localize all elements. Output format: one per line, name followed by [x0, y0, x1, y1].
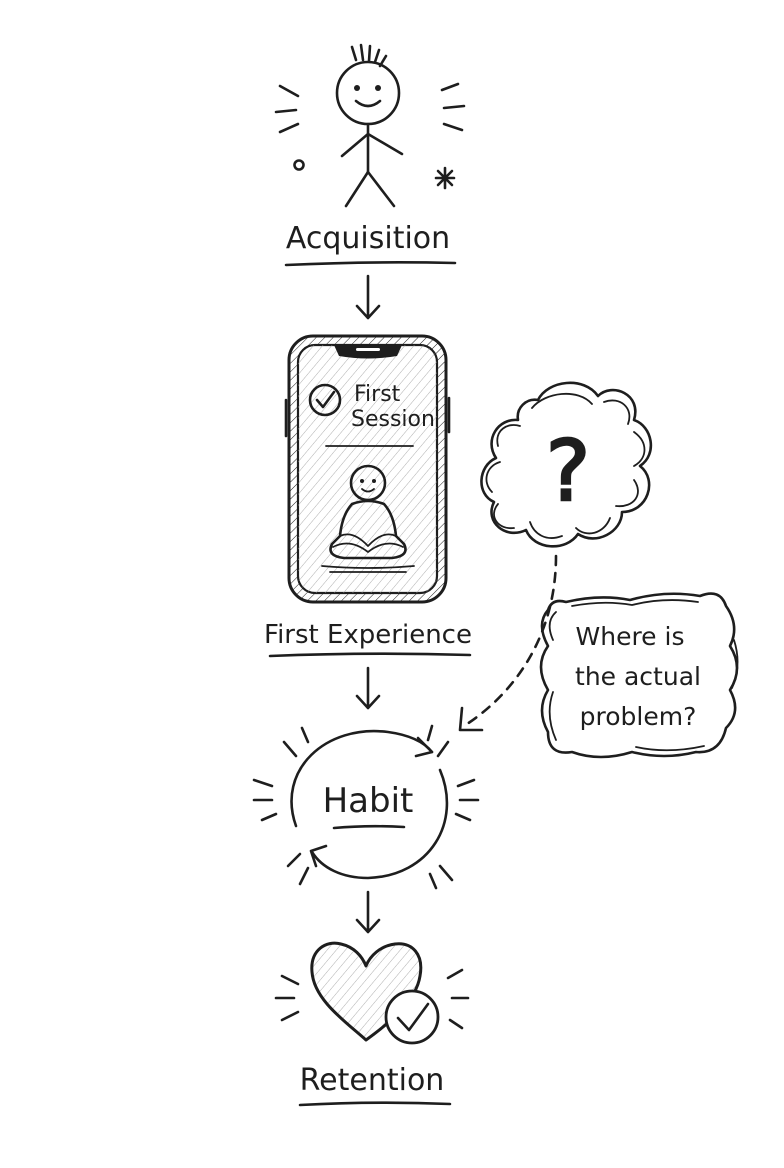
first-experience-underline	[268, 652, 472, 658]
arrow-down-1	[355, 274, 381, 320]
retention-rays-icon	[274, 968, 470, 1030]
note-line-3: problem?	[580, 702, 697, 731]
checkmark-circle-icon	[308, 383, 342, 417]
retention-underline	[298, 1101, 452, 1107]
acquisition-underline	[284, 261, 457, 267]
first-experience-label: First Experience	[264, 620, 472, 650]
dashed-arrow	[458, 554, 558, 732]
question-cloud: ?	[480, 381, 653, 548]
question-mark: ?	[546, 422, 591, 520]
wavy-box-outline	[539, 592, 739, 759]
sparkle-lines-icon	[274, 82, 466, 190]
phone-session-label: Session	[351, 407, 435, 432]
arrow-down-3	[355, 890, 381, 934]
arrow-down-2	[355, 666, 381, 710]
stick-figure-icon	[335, 43, 404, 208]
check-badge-icon	[384, 989, 440, 1045]
problem-note: Where is the actual problem?	[539, 592, 739, 759]
note-line-2: the actual	[575, 662, 701, 691]
acquisition-stage: Acquisition	[274, 43, 466, 267]
radiating-lines-icon	[252, 724, 480, 890]
meditating-person-icon	[321, 464, 415, 573]
habit-stage: Habit	[252, 724, 480, 890]
phone-icon	[284, 334, 451, 604]
retention-label: Retention	[300, 1063, 445, 1098]
cloud-outline	[480, 381, 653, 548]
cycle-arrows-icon	[290, 729, 449, 880]
habit-label: Habit	[323, 781, 414, 821]
habit-underline	[332, 824, 406, 830]
retention-stage: Retention	[274, 941, 470, 1107]
note-line-1: Where is	[576, 622, 685, 651]
first-experience-stage: First Session First Experience	[264, 334, 472, 658]
phone-first-label: First	[354, 382, 401, 407]
acquisition-label: Acquisition	[286, 221, 450, 256]
